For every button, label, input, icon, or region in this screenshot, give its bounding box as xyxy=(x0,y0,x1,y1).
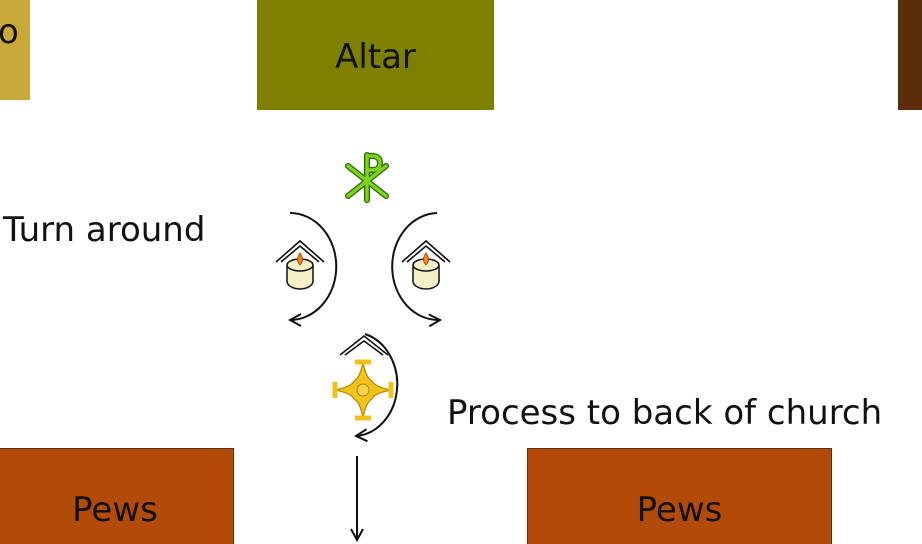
left-turn-arrow xyxy=(290,212,338,320)
process-label: Process to back of church xyxy=(447,393,883,433)
bow-chevron-icon xyxy=(339,334,389,356)
left-candle-group xyxy=(275,239,325,290)
pews-left-block: Pews xyxy=(0,448,234,544)
pews-right-label: Pews xyxy=(636,490,723,530)
chi-rho-icon xyxy=(345,152,389,203)
right-turn-arrow xyxy=(391,212,440,320)
pews-left-label: Pews xyxy=(72,490,158,530)
bow-chevron-icon xyxy=(275,239,325,263)
bow-chevron-icon xyxy=(401,239,451,263)
turn-around-label: Turn around xyxy=(3,210,206,250)
processional-cross-icon xyxy=(332,359,394,421)
top-left-block: o xyxy=(0,0,30,100)
altar-block: Altar xyxy=(257,0,494,110)
pews-right-block: Pews xyxy=(527,448,832,544)
right-candle-group xyxy=(401,239,451,290)
procession-turn-arrow xyxy=(356,333,399,436)
altar-label: Altar xyxy=(335,37,416,77)
candle-icon xyxy=(412,252,440,290)
top-left-block-label: o xyxy=(0,12,19,52)
top-right-block xyxy=(898,0,922,110)
candle-icon xyxy=(286,252,314,290)
